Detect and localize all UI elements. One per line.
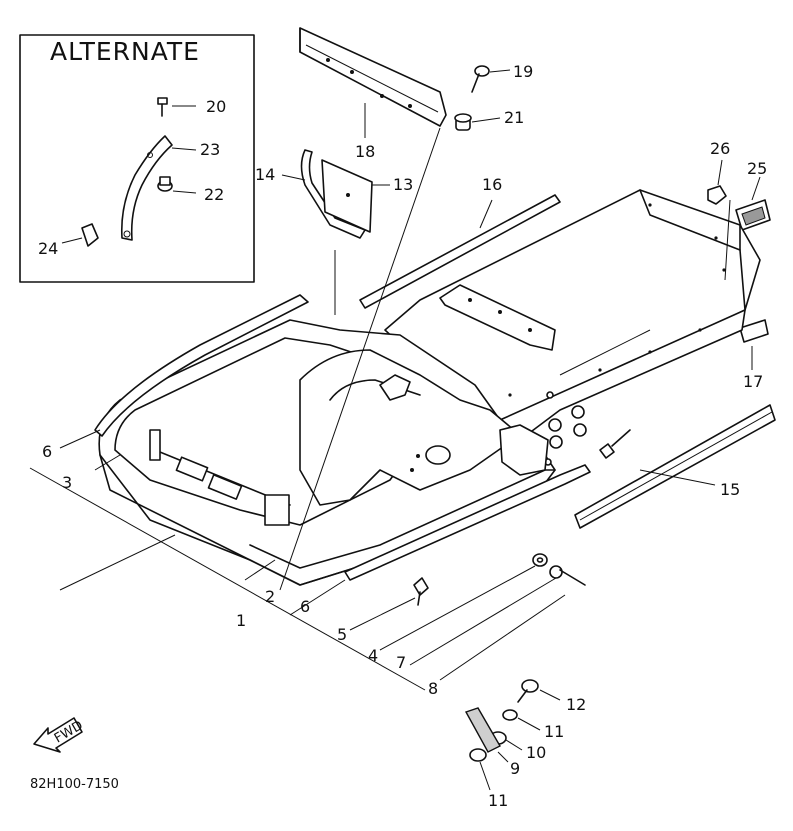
part-vent [599,429,631,459]
part-21-grommet [454,113,501,131]
label-19: 19 [513,62,533,81]
label-9: 9 [510,759,520,778]
part-6-rail-right [344,464,591,581]
part-18-panel [299,27,447,138]
label-11a: 11 [544,722,564,741]
label-8: 8 [428,679,438,698]
label-7: 7 [396,653,406,672]
label-16: 16 [482,175,502,194]
label-26: 26 [710,139,730,158]
label-10: 10 [526,743,546,762]
part-16-strip [359,194,561,309]
label-18: 18 [355,142,375,161]
label-24: 24 [38,239,58,258]
part-23-bracket [120,135,197,241]
label-22: 22 [204,185,224,204]
part-6-rail-left [94,294,309,437]
part-7-bolt [549,565,586,586]
label-13: 13 [393,175,413,194]
label-17: 17 [743,372,763,391]
inset-frame [19,34,255,283]
inset-title: ALTERNATE [50,37,200,66]
part-25-reflector [735,176,771,231]
label-15: 15 [720,480,740,499]
label-14: 14 [255,165,275,184]
part-11-washer-top [502,709,541,731]
part-11-washer-bottom [469,748,491,791]
label-1: 1 [236,611,246,630]
label-3: 3 [62,473,72,492]
callout-labels: 20 23 22 24 19 21 18 14 13 16 26 25 17 1… [38,62,767,810]
part-20-bolt [157,97,196,117]
part-13-14-cover [281,149,390,239]
leader-lines [29,127,731,691]
label-11b: 11 [488,791,508,810]
label-12: 12 [566,695,586,714]
label-23: 23 [200,140,220,159]
part-12-bolt [517,679,561,703]
part-24-cap [61,223,99,247]
label-4: 4 [368,646,378,665]
part-26-nut [707,159,727,205]
label-5: 5 [337,625,347,644]
fwd-arrow-icon: FWD [33,717,86,753]
diagram-code: 82H100-7150 [30,777,119,792]
label-20: 20 [206,97,226,116]
label-21: 21 [504,108,524,127]
label-2: 2 [265,587,275,606]
label-6b: 6 [300,597,310,616]
part-19-bolt [471,65,511,93]
part-1-body [98,189,761,586]
alternate-inset: ALTERNATE [19,34,255,283]
label-6a: 6 [42,442,52,461]
part-9-bracket [464,707,509,763]
part-4-washer [532,553,548,567]
part-22-grommet [157,176,197,194]
part-15-strip [574,404,776,529]
part-17-label [739,319,769,370]
label-25: 25 [747,159,767,178]
part-5-rivet [413,577,429,606]
